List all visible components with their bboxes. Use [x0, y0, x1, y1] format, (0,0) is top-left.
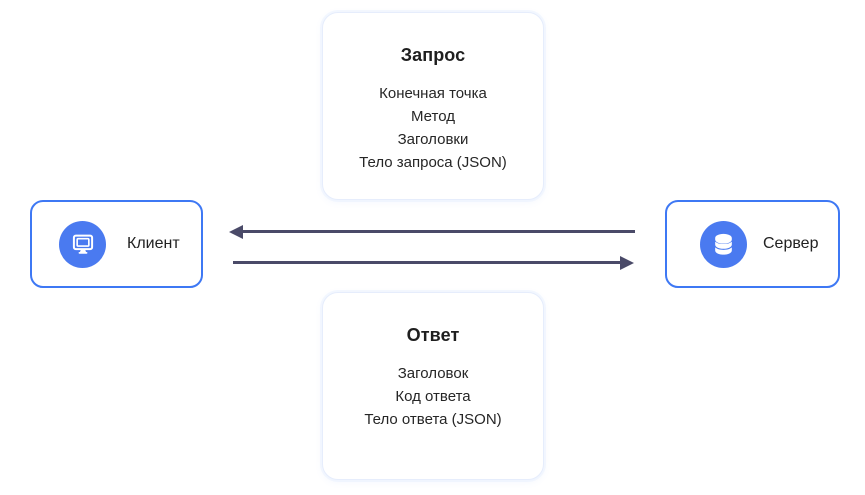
response-card-items: Заголовок Код ответа Тело ответа (JSON): [323, 362, 543, 431]
request-item-headers: Заголовки: [397, 131, 469, 148]
request-card-items: Конечная точка Метод Заголовки Тело запр…: [323, 82, 543, 174]
response-item-body: Тело ответа (JSON): [364, 411, 502, 428]
response-card-title: Ответ: [406, 325, 460, 345]
client-node-label: Клиент: [127, 235, 180, 252]
request-item-method: Метод: [411, 108, 455, 125]
arrow-head-left: [229, 224, 243, 239]
monitor-icon: [69, 230, 97, 258]
client-node: Клиент: [30, 200, 203, 288]
server-node: Сервер: [665, 200, 840, 288]
response-item-code: Код ответа: [395, 388, 471, 405]
database-icon: [710, 231, 737, 258]
response-item-header: Заголовок: [397, 365, 469, 382]
client-icon-circle: [59, 220, 106, 268]
arrow-head-right: [620, 255, 634, 270]
server-node-label: Сервер: [763, 235, 819, 252]
request-card-title: Запрос: [400, 45, 466, 65]
request-card: Запрос Конечная точка Метод Заголовки Те…: [322, 12, 544, 200]
arrow-shaft: [242, 230, 635, 233]
arrow-shaft: [233, 261, 621, 264]
response-card: Ответ Заголовок Код ответа Тело ответа (…: [322, 292, 544, 480]
server-icon-circle: [700, 220, 747, 268]
request-item-body: Тело запроса (JSON): [359, 154, 507, 171]
request-item-endpoint: Конечная точка: [379, 85, 487, 102]
